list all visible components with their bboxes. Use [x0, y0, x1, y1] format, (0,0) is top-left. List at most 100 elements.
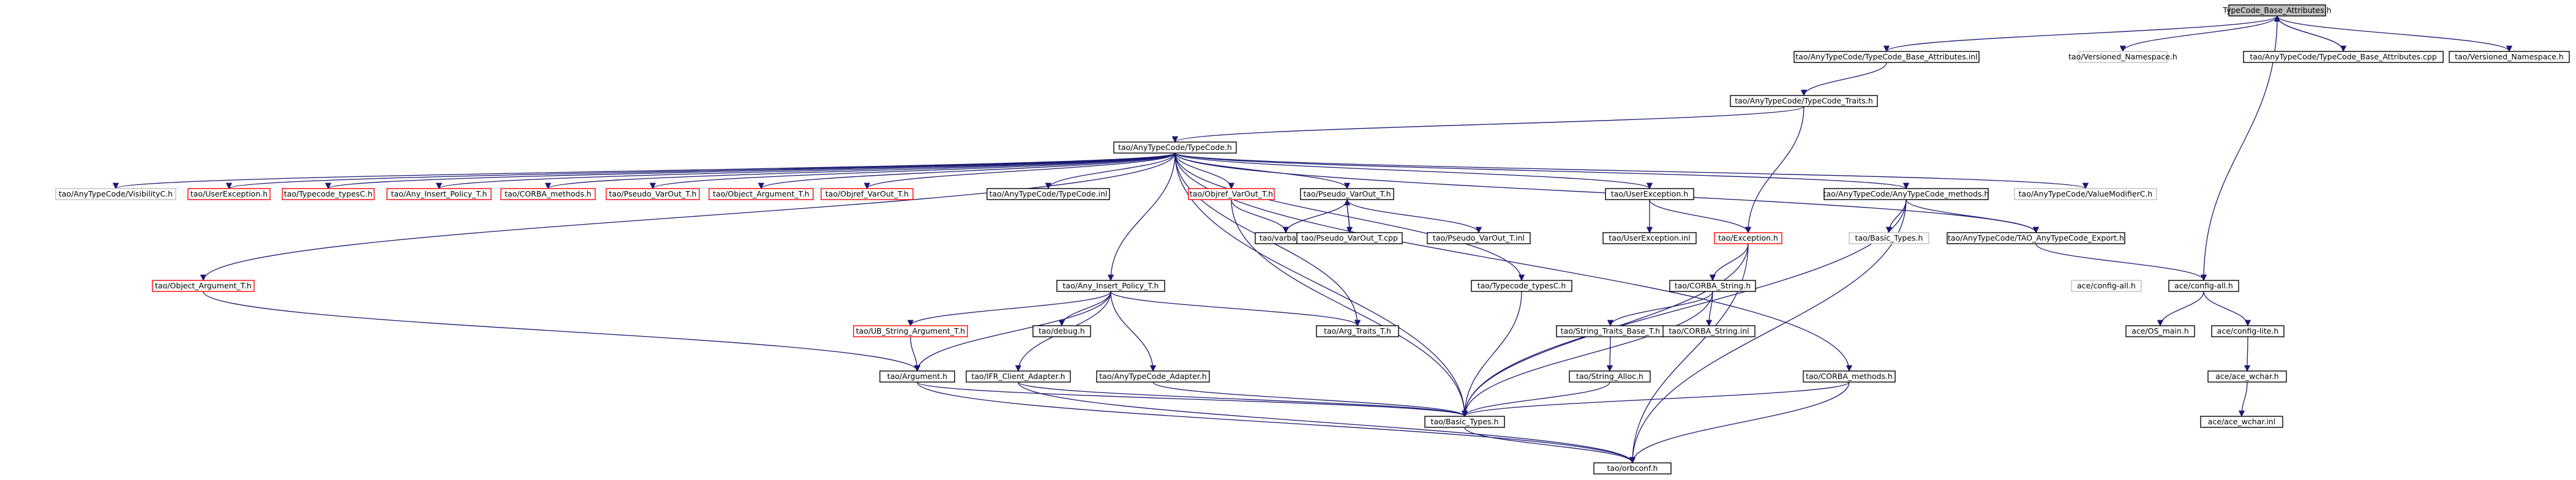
node-visc[interactable]: tao/AnyTypeCode/VisibilityC.h	[55, 188, 176, 200]
edge-stralloc-basict	[1461, 381, 1610, 418]
edge-ifr-orbconf	[1018, 381, 1636, 464]
edge-typecode-objarg2	[200, 152, 1176, 282]
node-aceos[interactable]: ace/OS_main.h	[2125, 325, 2195, 337]
edge-root-vns2	[2277, 15, 2513, 53]
node-uexc2[interactable]: tao/UserException.h	[1605, 188, 1694, 200]
node-anyins2[interactable]: tao/Any_Insert_Policy_T.h	[1056, 280, 1165, 292]
edge-argument-orbconf	[917, 381, 1636, 464]
node-typecode[interactable]: tao/AnyTypeCode/TypeCode.h	[1113, 141, 1237, 154]
node-acewchar[interactable]: ace/ace_wchar.h	[2207, 370, 2287, 383]
node-pvoinl[interactable]: tao/Pseudo_VarOut_T.inl	[1427, 232, 1531, 244]
node-label: tao/AnyTypeCode/AnyTypeCode_methods.h	[1823, 189, 1989, 198]
node-corbam2[interactable]: tao/CORBA_methods.h	[1803, 370, 1896, 383]
node-acecfgall1[interactable]: ace/config-all.h	[2071, 280, 2142, 292]
edge-typecode-objrefvo2	[1174, 152, 1235, 190]
node-box	[1849, 232, 1929, 244]
node-pvo2[interactable]: tao/Pseudo_VarOut_T.h	[1300, 188, 1394, 200]
node-label: tao/Basic_Types.h	[1855, 233, 1923, 242]
edge-root-tbai	[1883, 15, 2278, 53]
node-argtraits[interactable]: tao/Arg_Traits_T.h	[1316, 325, 1399, 337]
node-objargs[interactable]: tao/Object_Argument_T.h	[708, 188, 814, 200]
node-corbam[interactable]: tao/CORBA_methods.h	[500, 188, 596, 200]
edge-pvocpp-pvo2	[1343, 198, 1351, 233]
node-label: tao/Objref_VarOut_T.h	[1190, 189, 1273, 198]
node-vns2[interactable]: tao/Versioned_Namespace.h	[2449, 51, 2570, 63]
node-orbconf[interactable]: tao/orbconf.h	[1593, 462, 1672, 474]
node-anyins[interactable]: tao/Any_Insert_Policy_T.h	[386, 188, 492, 200]
node-atcadapter[interactable]: tao/AnyTypeCode_Adapter.h	[1096, 370, 1210, 383]
node-label: TypeCode_Base_Attributes.h	[2222, 6, 2331, 15]
node-uexcinl[interactable]: tao/UserException.inl	[1602, 232, 1697, 244]
node-pvo[interactable]: tao/Pseudo_VarOut_T.h	[606, 188, 700, 200]
node-box	[2125, 325, 2195, 337]
node-cstr[interactable]: tao/CORBA_String.h	[1669, 280, 1756, 292]
edge-typecode-pvo	[650, 152, 1176, 190]
node-traits[interactable]: tao/AnyTypeCode/TypeCode_Traits.h	[1730, 95, 1878, 107]
node-label: tao/Exception.h	[1718, 233, 1778, 242]
node-debug[interactable]: tao/debug.h	[1032, 325, 1091, 337]
node-label: ace/config-lite.h	[2217, 326, 2279, 336]
node-acecfgall2[interactable]: ace/config-all.h	[2168, 280, 2239, 292]
edge-acecfgall2-aceos	[2157, 291, 2204, 327]
node-label: tao/orbconf.h	[1607, 463, 1658, 473]
edge-anyins2-ubstr	[907, 291, 1111, 327]
node-tbai[interactable]: tao/AnyTypeCode/TypeCode_Base_Attributes…	[1793, 51, 1980, 63]
edge-pvo2-pvoinl	[1346, 199, 1482, 234]
node-tcinl[interactable]: tao/AnyTypeCode/TypeCode.inl	[986, 188, 1110, 200]
node-stralloc[interactable]: tao/String_Alloc.h	[1569, 370, 1651, 383]
node-acewcharinl[interactable]: ace/ace_wchar.inl	[2200, 416, 2283, 428]
node-acelite[interactable]: ace/config-lite.h	[2211, 325, 2285, 337]
node-box	[282, 188, 375, 200]
node-argument[interactable]: tao/Argument.h	[879, 370, 955, 383]
edge-objrefvo2-varbase	[1231, 199, 1290, 234]
node-cstrinl[interactable]: tao/CORBA_String.inl	[1662, 325, 1756, 337]
node-label: tao/Versioned_Namespace.h	[2455, 52, 2564, 61]
node-label: tao/Typecode_typesC.h	[1478, 281, 1566, 290]
edge-typecode-tcinl	[1045, 152, 1176, 190]
node-box	[606, 188, 700, 200]
node-atcm[interactable]: tao/AnyTypeCode/AnyTypeCode_methods.h	[1823, 188, 1989, 200]
node-vmodc[interactable]: tao/AnyTypeCode/ValueModifierC.h	[2014, 188, 2157, 200]
node-label: tao/UserException.h	[190, 189, 268, 198]
node-label: tao/AnyTypeCode_Adapter.h	[1099, 372, 1207, 381]
node-ubstr[interactable]: tao/UB_String_Argument_T.h	[853, 325, 968, 337]
node-box	[986, 188, 1110, 200]
node-basict1[interactable]: tao/Basic_Types.h	[1849, 232, 1929, 244]
edge-cstr-strtraits	[1607, 291, 1713, 327]
node-basict[interactable]: tao/Basic_Types.h	[1424, 416, 1505, 428]
node-pvocpp[interactable]: tao/Pseudo_VarOut_T.cpp	[1296, 232, 1403, 244]
node-tbacpp[interactable]: tao/AnyTypeCode/TypeCode_Base_Attributes…	[2243, 51, 2444, 63]
node-box	[1032, 325, 1091, 337]
node-export[interactable]: tao/AnyTypeCode/TAO_AnyTypeCode_Export.h	[1947, 232, 2125, 244]
node-ifr[interactable]: tao/IFR_Client_Adapter.h	[966, 370, 1071, 383]
node-root[interactable]: TypeCode_Base_Attributes.h	[2222, 4, 2332, 17]
node-label: ace/config-all.h	[2174, 281, 2233, 290]
edge-typecode-anyins	[436, 152, 1176, 190]
edge-exch-cstr	[1709, 243, 1749, 282]
node-box	[500, 188, 596, 200]
node-box	[152, 280, 255, 292]
node-uexc[interactable]: tao/UserException.h	[187, 188, 271, 200]
node-vns1[interactable]: tao/Versioned_Namespace.h	[2068, 51, 2177, 63]
node-exch[interactable]: tao/Exception.h	[1714, 232, 1782, 244]
node-label: tao/String_Traits_Base_T.h	[1561, 326, 1660, 336]
edge-typecode-vmodc	[1174, 152, 2089, 190]
node-box	[2014, 188, 2157, 200]
node-box	[820, 188, 914, 200]
node-tctypesc2[interactable]: tao/Typecode_typesC.h	[1471, 280, 1572, 292]
node-tctypesc[interactable]: tao/Typecode_typesC.h	[282, 188, 375, 200]
node-box	[1427, 232, 1531, 244]
node-box	[1300, 188, 1394, 200]
node-objrefvo[interactable]: tao/Objref_VarOut_T.h	[820, 188, 914, 200]
edge-exch-orbconf	[1629, 243, 1749, 464]
node-objarg2[interactable]: tao/Object_Argument_T.h	[152, 280, 255, 292]
node-box	[1188, 188, 1275, 200]
node-label: tao/Basic_Types.h	[1431, 417, 1499, 426]
node-objrefvo2[interactable]: tao/Objref_VarOut_T.h	[1188, 188, 1275, 200]
node-box	[2243, 51, 2444, 63]
node-label: tao/String_Alloc.h	[1576, 372, 1643, 381]
node-strtraits[interactable]: tao/String_Traits_Base_T.h	[1556, 325, 1665, 337]
node-box	[2211, 325, 2285, 337]
node-label: tao/Pseudo_VarOut_T.h	[1303, 189, 1391, 198]
node-label: tao/AnyTypeCode/TypeCode.h	[1118, 143, 1232, 152]
